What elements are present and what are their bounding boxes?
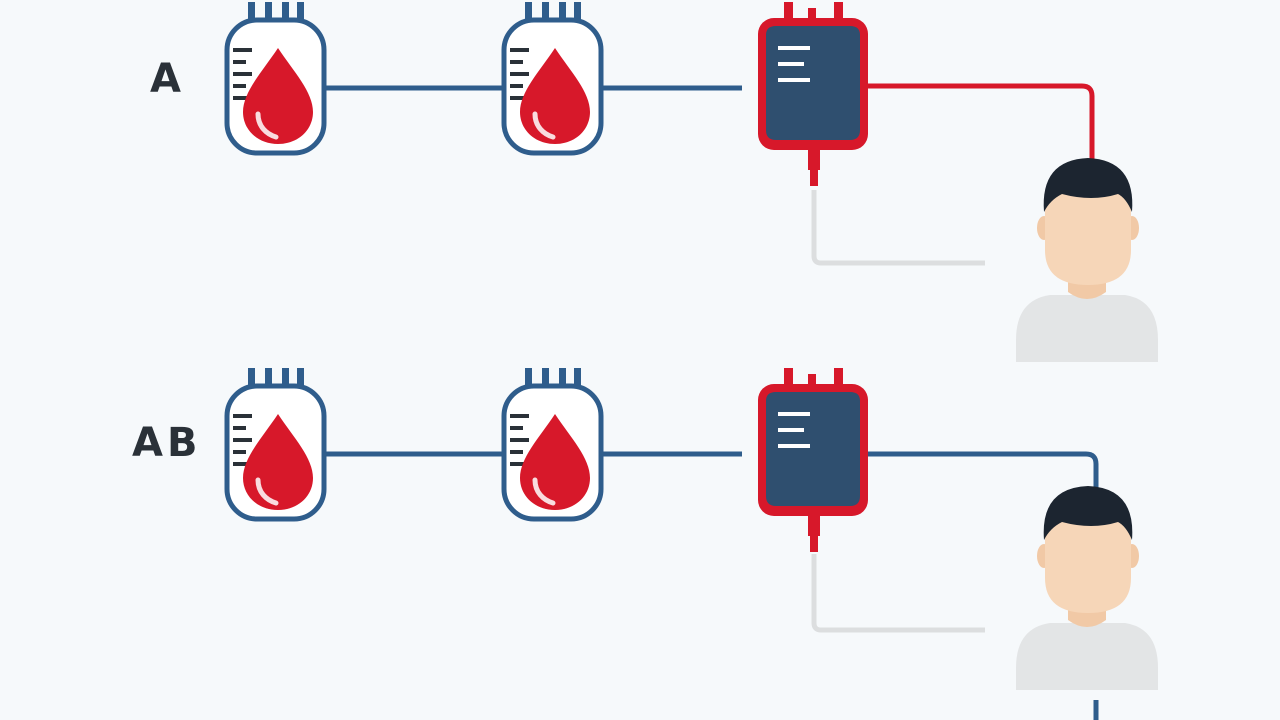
row-a-flow bbox=[227, 0, 1158, 362]
return-tube-ab bbox=[811, 554, 985, 633]
blood-bag-icon bbox=[504, 368, 601, 519]
line-transfusion-patient-ab bbox=[868, 451, 1099, 488]
return-tube-a bbox=[811, 190, 985, 266]
transfusion-bag-icon bbox=[756, 0, 870, 188]
patient-icon bbox=[1016, 158, 1158, 362]
row-label-ab: AB bbox=[132, 420, 202, 466]
transfusion-bag-icon bbox=[756, 366, 870, 554]
line-transfusion-patient-a bbox=[868, 83, 1095, 162]
row-ab-flow bbox=[227, 368, 1158, 720]
row-label-a: A bbox=[150, 56, 185, 102]
blood-bag-icon bbox=[504, 2, 601, 153]
patient-icon bbox=[1016, 486, 1158, 690]
blood-bag-icon bbox=[227, 2, 324, 153]
blood-bag-icon bbox=[227, 368, 324, 519]
